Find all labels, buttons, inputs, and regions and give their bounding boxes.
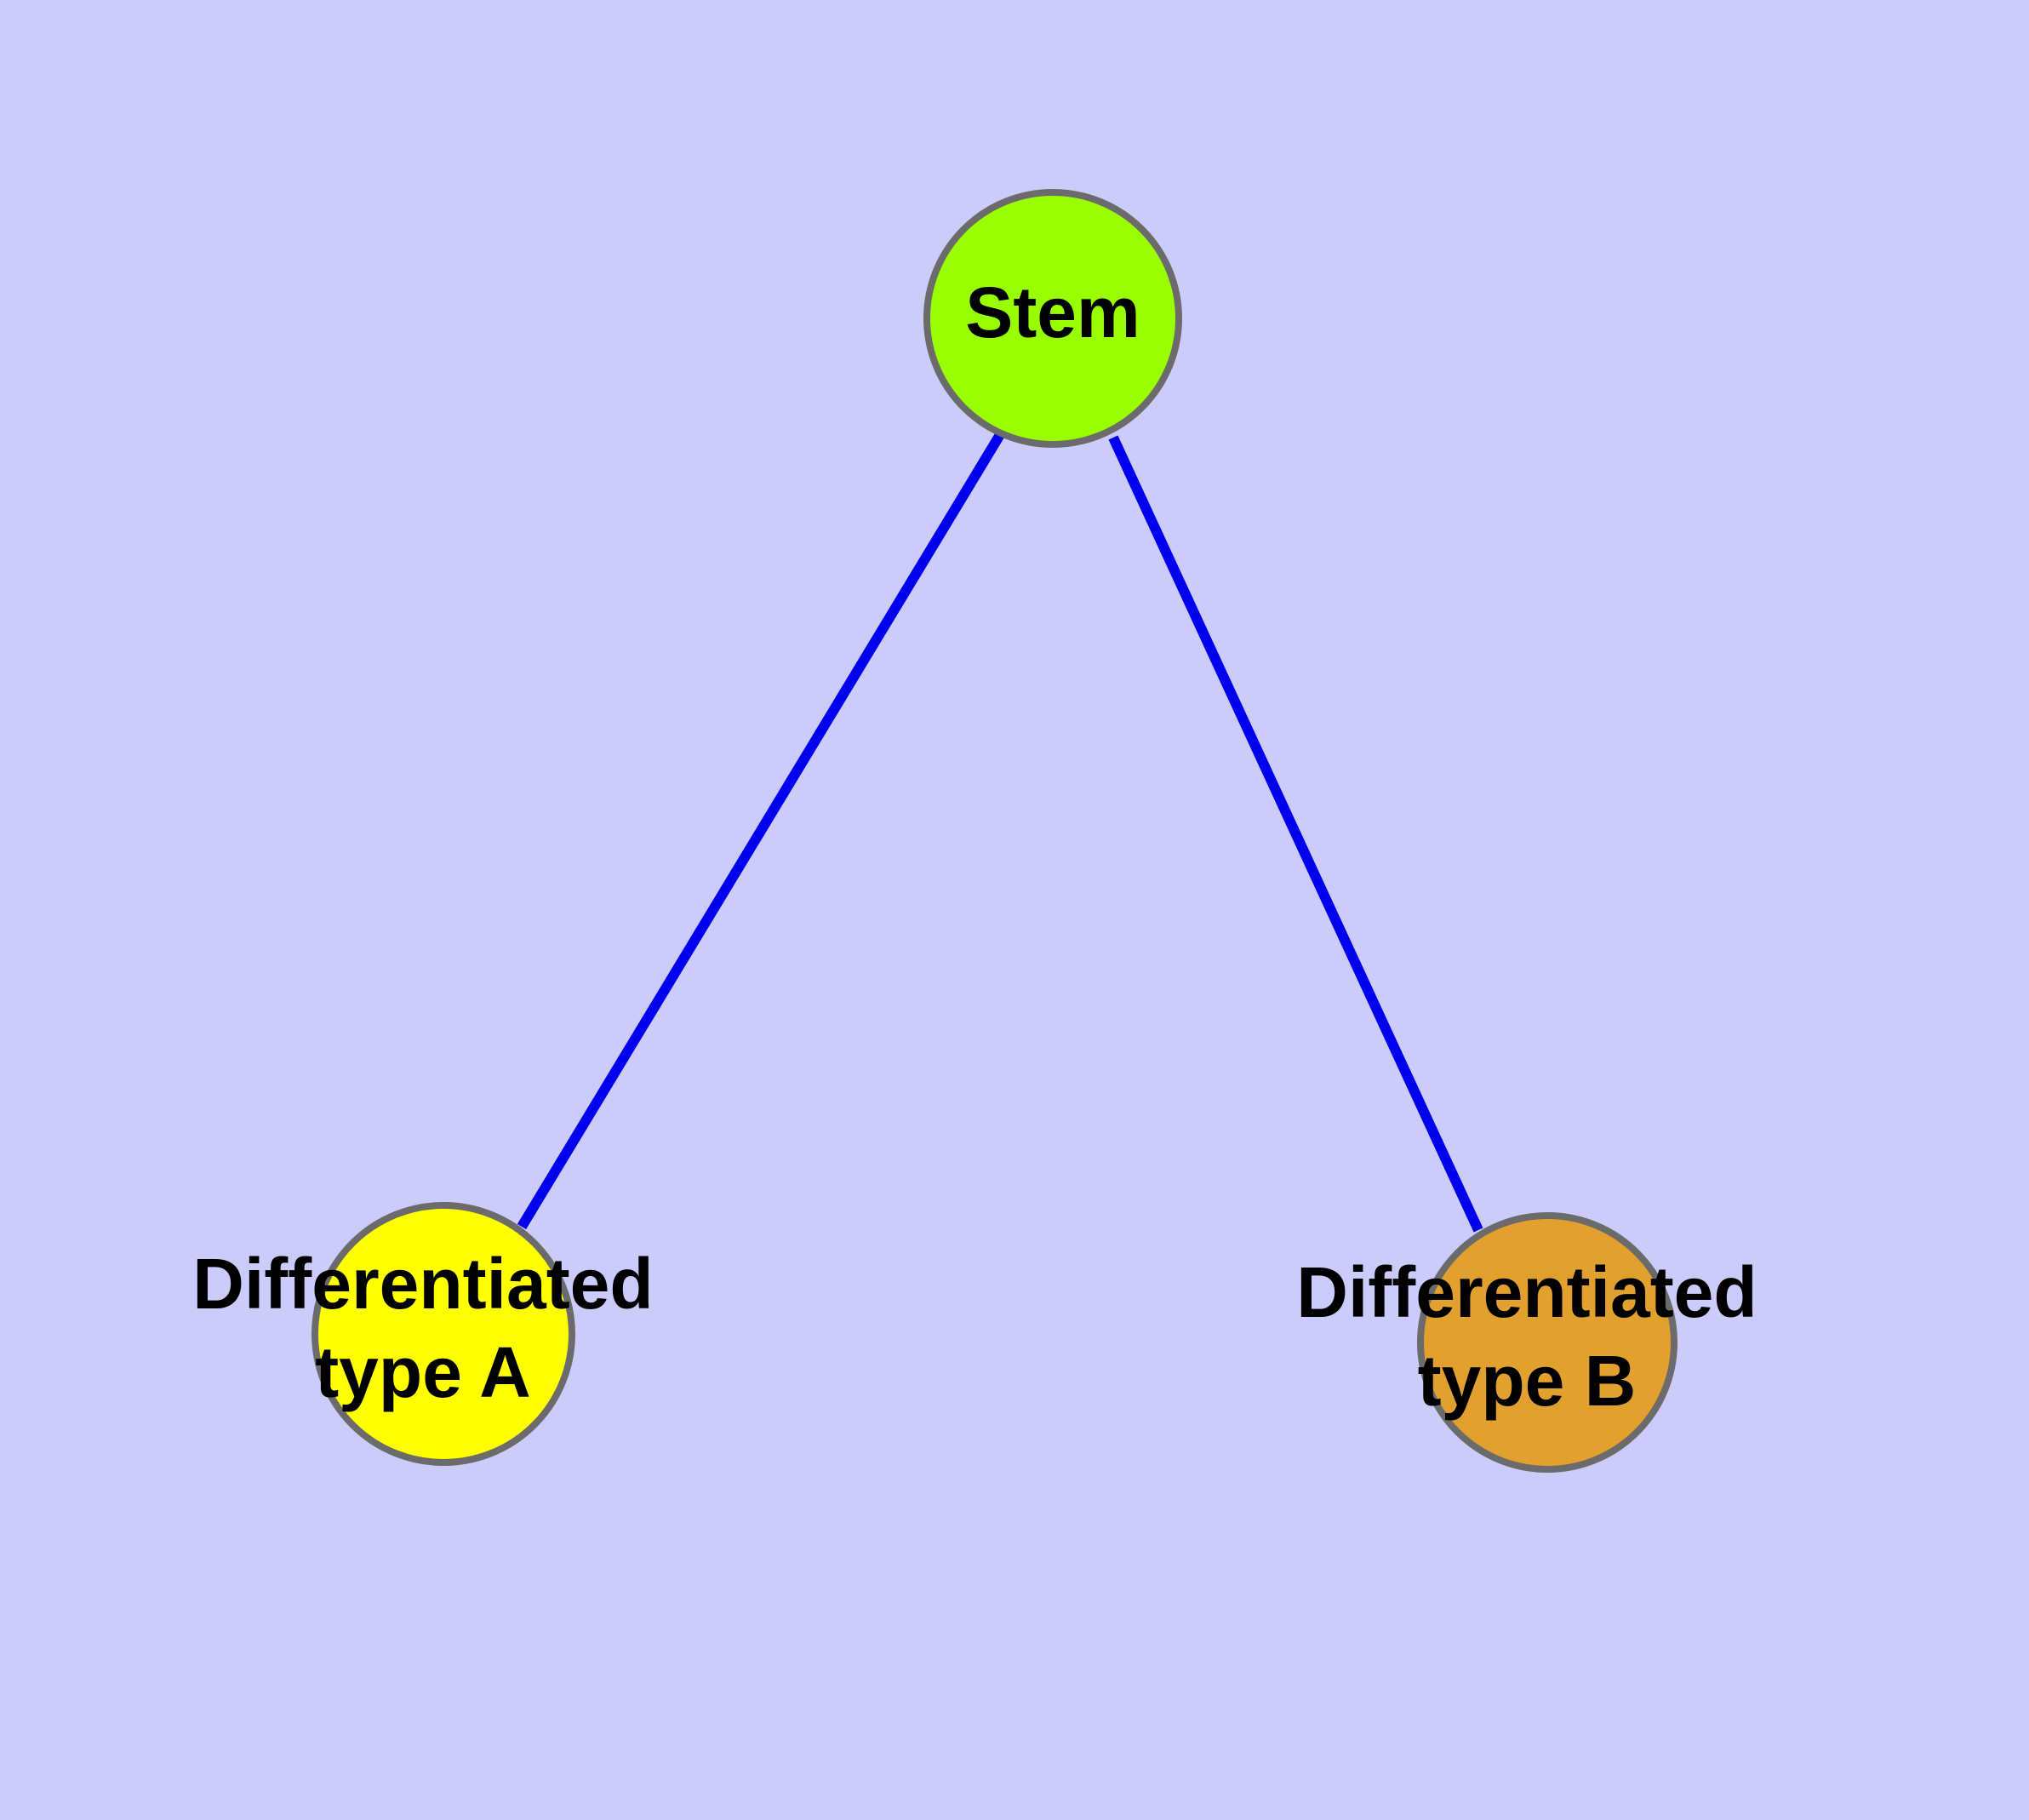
edges-layer	[517, 430, 1483, 1233]
label-line: Differentiated	[1296, 1252, 1757, 1332]
label-line: type B	[1418, 1341, 1637, 1421]
nodes-layer	[311, 189, 1677, 1473]
graph-node-stem[interactable]	[923, 189, 1182, 448]
graph-node-label-diff_b: Differentiated type B	[1296, 1252, 1757, 1421]
graph-node-diff_a[interactable]	[311, 1202, 575, 1466]
label-line: Differentiated	[192, 1244, 653, 1324]
graph-edge[interactable]	[1108, 435, 1483, 1233]
graph-node-label-stem: Stem	[965, 272, 1140, 352]
label-line: type A	[315, 1332, 531, 1412]
graph-edge[interactable]	[517, 430, 1006, 1230]
graph-node-diff_b[interactable]	[1417, 1212, 1677, 1473]
label-line: Stem	[965, 272, 1140, 352]
